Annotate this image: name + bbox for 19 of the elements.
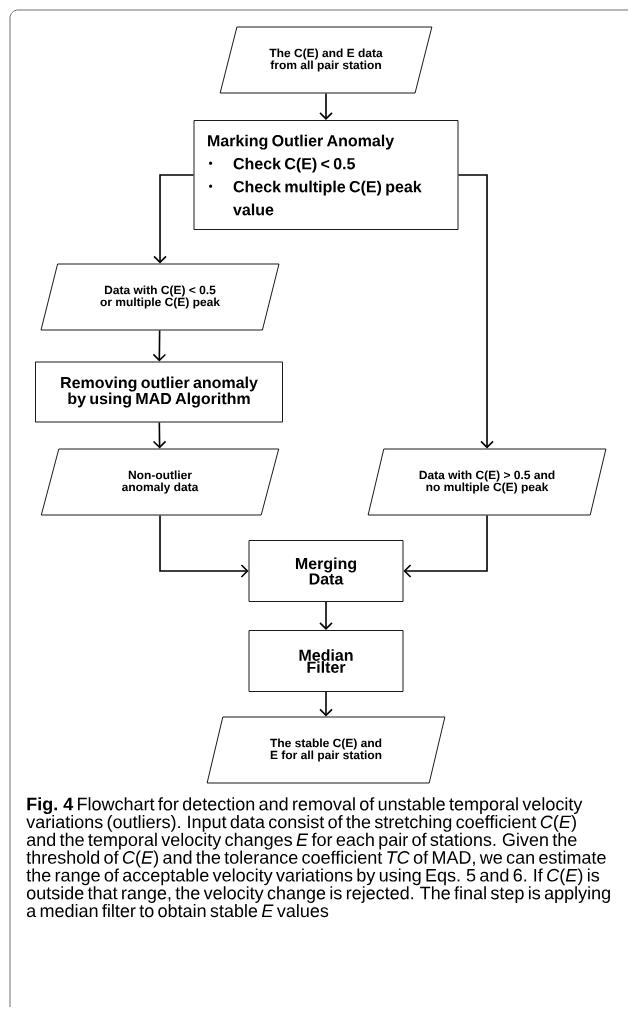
data-parallelogram: The stable C(E) and E for all pair station [206, 716, 446, 784]
arrow [319, 691, 333, 717]
process-box: Merging Data [248, 540, 404, 602]
data-parallelogram: Data with C(E) < 0.5 or multiple C(E) peak [40, 263, 280, 331]
data-parallelogram: Non-outlier anomaly data [40, 448, 280, 516]
arrow [159, 514, 249, 578]
arrow [319, 601, 333, 631]
arrow [457, 174, 494, 449]
arrow [152, 329, 167, 362]
process-box: Removing outlier anomaly by using MAD Algorithm [35, 361, 283, 423]
arrow [403, 514, 488, 578]
data-parallelogram: The C(E) and E data from all pair station [219, 26, 433, 94]
data-parallelogram: Data with C(E) > 0.5 and no multiple C(E) peak [367, 448, 607, 516]
arrow [153, 174, 195, 264]
process-box: Marking Outlier Anomaly Check C(E) < 0.5 Check multiple C(E) peak value [193, 120, 459, 230]
process-box: Median Filter [248, 630, 404, 692]
arrow [319, 92, 333, 121]
arrow [152, 421, 167, 449]
caption: Fig. 4 Flowchart for detection and removal of unstable temporal velocity variations (outliers). Input data consist of the stretching coefficient C(E) and the temporal velocity changes E for each pair of stations. Given the threshold of C(E) and the tolerance coefficient TC of MAD, we can estimate the range of acceptable velocity variations by using Eqs. 5 and 6. If C(E) is outside that range, the velocity change is rejected. The final step is applying a median filter to obtain stable E values [26, 797, 610, 918]
